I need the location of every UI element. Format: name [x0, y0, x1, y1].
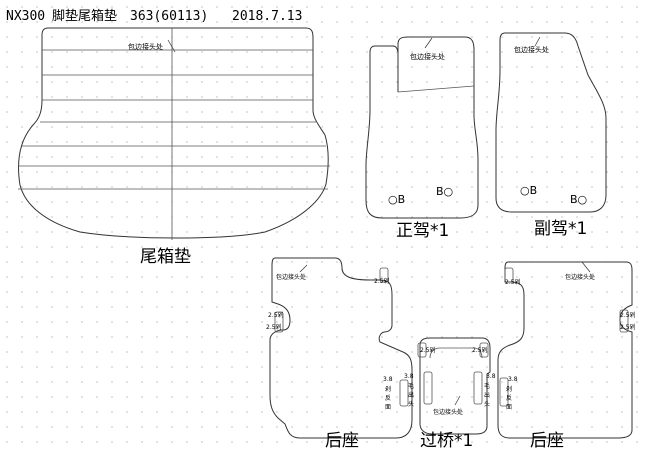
- rear-left-label: 后座: [325, 431, 359, 451]
- bridge-cut-left: 2.5剁: [420, 346, 436, 354]
- trunk-mat: 包边接头处 尾箱垫: [18, 27, 330, 267]
- rear-right-cut-2: 2.5剁: [620, 311, 636, 319]
- rear-right-edge-note: 包边接头处: [565, 273, 595, 281]
- rear-right-cut-1: 2.5剁: [505, 278, 521, 286]
- driver-hole-b-left: ○B: [388, 193, 405, 206]
- rear-right-38: 3.8: [508, 376, 518, 383]
- driver-label: 正驾*1: [396, 221, 449, 241]
- passenger-hole-b-left: ○B: [520, 184, 537, 197]
- rear-left-edge-note: 包边接头处: [276, 273, 306, 281]
- rear-left-mat: 包边接头处 2.5剁 2.5剁 2.5剁 3.8 剁 反 面 后座: [266, 257, 413, 451]
- bridge-fur-left-1: 毛: [408, 382, 414, 390]
- rear-left-38-v2: 反: [385, 394, 391, 402]
- rear-right-label: 后座: [530, 431, 564, 451]
- rear-left-cut-2: 2.5剁: [268, 311, 284, 319]
- rear-left-cut-1: 2.5剁: [374, 277, 390, 285]
- bridge-edge-note: 包边接头处: [433, 408, 463, 416]
- header-date: 2018.7.13: [232, 9, 302, 24]
- passenger-hole-b-right: B○: [570, 193, 587, 206]
- passenger-edge-note: 包边接头处: [514, 45, 549, 54]
- rear-left-38-v3: 面: [385, 404, 391, 411]
- bridge-38-right: 3.8: [486, 373, 496, 380]
- bridge-cut-right: 2.5剁: [472, 346, 488, 354]
- bridge-fur-right-2: 出: [484, 391, 490, 399]
- bridge-fur-left-2: 出: [408, 391, 414, 399]
- rear-left-38-v1: 剁: [385, 385, 391, 393]
- driver-mat: 包边接头处 ○B B○ 正驾*1: [365, 36, 479, 241]
- bridge-mat: 2.5剁 2.5剁 3.8 毛 出 头 3.8 毛 出 头 包边接头处 过桥*1: [404, 337, 496, 451]
- rear-right-38-v1: 剁: [506, 385, 512, 393]
- trunk-label: 尾箱垫: [140, 247, 191, 267]
- header-code: 363(60113): [130, 9, 208, 24]
- driver-edge-note: 包边接头处: [410, 52, 445, 61]
- trunk-edge-note: 包边接头处: [128, 42, 163, 51]
- bridge-label: 过桥*1: [420, 431, 473, 451]
- passenger-label: 副驾*1: [534, 219, 587, 239]
- header-title: 脚垫尾箱垫: [52, 8, 117, 24]
- rear-right-cut-3: 2.5剁: [620, 323, 636, 331]
- passenger-mat: 包边接头处 ○B B○ 副驾*1: [495, 32, 607, 239]
- rear-right-38-v3: 面: [506, 404, 512, 411]
- driver-hole-b-right: B○: [436, 185, 453, 198]
- bridge-fur-right-3: 头: [484, 400, 490, 408]
- bridge-38-left: 3.8: [404, 373, 414, 380]
- rear-left-cut-3: 2.5剁: [266, 323, 282, 331]
- rear-right-38-v2: 反: [506, 394, 512, 402]
- rear-right-mat: 包边接头处 2.5剁 2.5剁 2.5剁 3.8 剁 反 面 后座: [497, 261, 636, 451]
- header-model: NX300: [6, 9, 45, 24]
- bridge-fur-right-1: 毛: [484, 382, 490, 390]
- rear-left-38: 3.8: [383, 376, 393, 383]
- bridge-fur-left-3: 头: [408, 400, 414, 408]
